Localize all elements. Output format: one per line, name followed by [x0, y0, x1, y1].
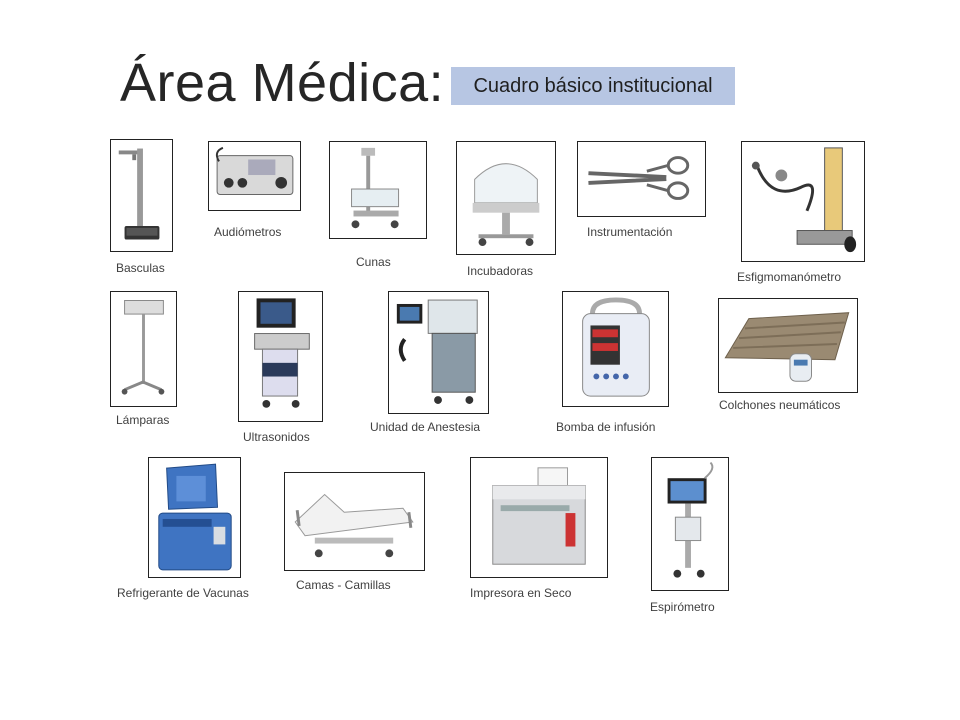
caption-colchones: Colchones neumáticos — [719, 398, 841, 412]
air-mattress-icon — [724, 312, 850, 382]
lamp-icon — [121, 300, 165, 395]
caption-bomba-infusion: Bomba de infusión — [556, 420, 656, 434]
page-title: Área Médica: — [120, 53, 445, 113]
dry-printer-image — [470, 457, 608, 578]
ultrasound-image — [238, 291, 323, 422]
caption-esfigmomanometro: Esfigmomanómetro — [737, 270, 842, 284]
hospital-bed-image — [284, 472, 425, 571]
infusion-pump-image — [562, 291, 669, 407]
vaccine-cooler-icon — [158, 463, 232, 571]
caption-lamparas: Lámparas — [116, 413, 170, 427]
crib-image — [329, 141, 427, 239]
hospital-bed-icon — [294, 493, 414, 558]
ultrasound-icon — [254, 298, 310, 408]
infusion-pump-icon — [582, 297, 650, 397]
caption-camas: Camas - Camillas — [296, 578, 391, 592]
scale-image — [110, 139, 173, 252]
crib-icon — [351, 147, 400, 229]
scale-icon — [118, 148, 160, 240]
anesthesia-unit-icon — [396, 299, 478, 404]
subtitle-badge: Cuadro básico institucional — [451, 67, 735, 105]
lamp-image — [110, 291, 177, 407]
spirometer-image — [651, 457, 729, 591]
caption-ultrasonidos: Ultrasonidos — [243, 430, 310, 444]
caption-basculas: Basculas — [116, 261, 165, 275]
anesthesia-image — [388, 291, 489, 414]
audiometer-icon — [215, 146, 294, 195]
caption-audiometros: Audiómetros — [214, 225, 282, 239]
dry-printer-icon — [492, 467, 586, 565]
vaccine-cooler-image — [148, 457, 241, 578]
air-mattress-image — [718, 298, 858, 393]
audiometer-image — [208, 141, 301, 211]
spirometer-icon — [667, 461, 714, 578]
caption-refrigerante: Refrigerante de Vacunas — [117, 586, 249, 600]
caption-cunas: Cunas — [356, 255, 391, 269]
sphygmomanometer-image — [741, 141, 865, 262]
incubator-image — [456, 141, 556, 255]
caption-impresora: Impresora en Seco — [470, 586, 572, 600]
sphygmomanometer-icon — [751, 147, 857, 253]
forceps-image — [577, 141, 706, 217]
incubator-icon — [472, 163, 540, 247]
caption-espirometro: Espirómetro — [650, 600, 715, 614]
caption-instrumentacion: Instrumentación — [587, 225, 673, 239]
forceps-icon — [588, 156, 690, 200]
caption-unidad-anestesia: Unidad de Anestesia — [370, 420, 481, 434]
caption-incubadoras: Incubadoras — [467, 264, 534, 278]
